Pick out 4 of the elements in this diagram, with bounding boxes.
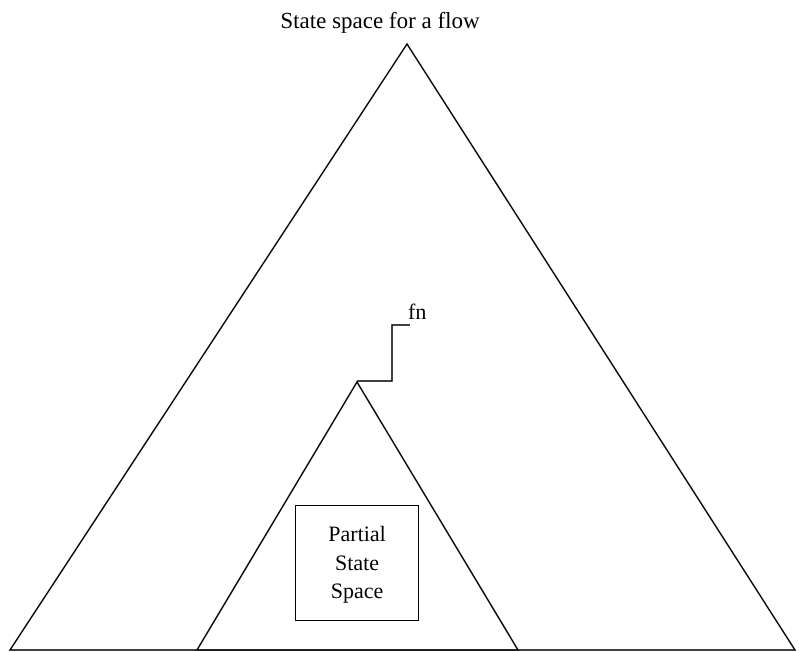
leader-line	[357, 324, 410, 382]
label-box: Partial State Space	[295, 505, 419, 621]
diagram-heading: State space for a flow	[280, 8, 480, 34]
node-label: fn	[408, 301, 440, 325]
